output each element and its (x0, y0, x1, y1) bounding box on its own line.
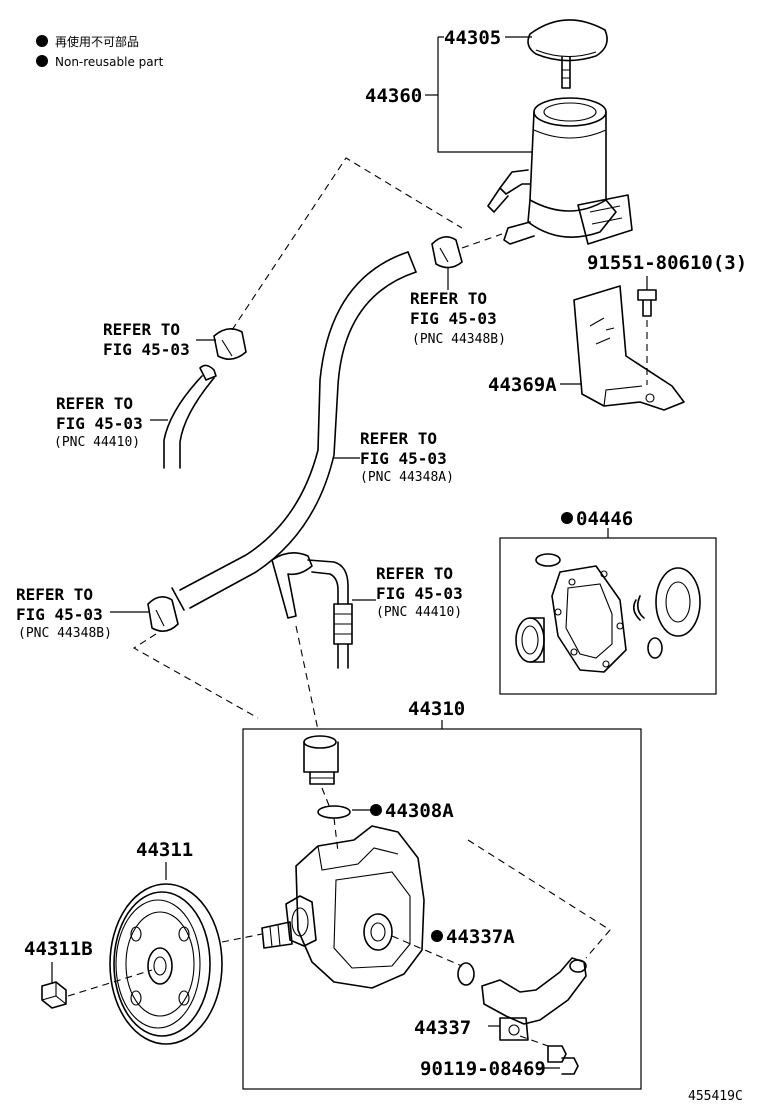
hose-clamp-drawing-a (213, 328, 247, 360)
ref-f-line3: (PNC 44348B) (18, 626, 112, 641)
label-44308A: 44308A (385, 800, 454, 822)
pressure-hose-drawing-lower (271, 552, 353, 669)
label-44311: 44311 (136, 839, 193, 861)
ref-d-line1: REFER TO (360, 429, 437, 448)
oring-side-drawing (457, 962, 475, 986)
dash-pulley-to-shaft (221, 933, 263, 943)
oring-top-drawing (317, 805, 351, 819)
gasket-kit-drawing (515, 553, 701, 673)
non-reusable-marker-icon (561, 512, 573, 524)
label-04446: 04446 (576, 508, 633, 530)
dash-clamp-to-reservoir (461, 233, 503, 249)
reservoir-drawing (487, 97, 633, 245)
ref-e-line1: REFER TO (376, 564, 453, 583)
legend-text-jp: 再使用不可部品 (55, 34, 139, 49)
ref-c-line1: REFER TO (56, 394, 133, 413)
dash-hose-to-fitting (295, 625, 319, 731)
pump-body-drawing (261, 825, 425, 989)
ref-e-line2: FIG 45-03 (376, 584, 463, 603)
union-bolt-drawing (547, 1045, 579, 1075)
ref-d-line3: (PNC 44348A) (360, 470, 454, 485)
ref-b-line3: (PNC 44348B) (412, 332, 506, 347)
union-drawing (481, 957, 587, 1041)
dash-nut-to-pulley (67, 969, 153, 997)
pressure-hose-drawing-upper (163, 364, 217, 469)
flow-valve-fitting-drawing (303, 735, 339, 785)
reservoir-cap-drawing (527, 19, 608, 89)
label-90119-08469: 90119-08469 (420, 1058, 546, 1080)
hose-clamp-drawing-b (431, 236, 463, 269)
ref-b-line2: FIG 45-03 (410, 309, 497, 328)
legend: 再使用不可部品 Non-reusable part (36, 34, 164, 69)
dash-pump-to-oring-side (391, 935, 463, 967)
dash-upper-route (231, 157, 463, 331)
dash-pump-to-union (467, 839, 611, 959)
ref-f-line2: FIG 45-03 (16, 605, 103, 624)
bolt-drawing (637, 289, 657, 317)
label-44311B: 44311B (24, 938, 93, 960)
ref-d-line2: FIG 45-03 (360, 449, 447, 468)
dash-lower-left-route (132, 633, 259, 719)
non-reusable-marker-icon (36, 55, 48, 67)
ref-a-line1: REFER TO (103, 320, 180, 339)
dash-union-to-bolt (519, 1035, 549, 1047)
gasket-kit-box (499, 537, 717, 695)
ref-a-line2: FIG 45-03 (103, 340, 190, 359)
leader-44360-bracket (437, 36, 532, 153)
ref-b-line1: REFER TO (410, 289, 487, 308)
ref-c-line2: FIG 45-03 (56, 414, 143, 433)
figure-code: 455419C (688, 1089, 743, 1104)
ref-e-line3: (PNC 44410) (376, 605, 462, 620)
label-44369A: 44369A (488, 374, 557, 396)
ref-f-line1: REFER TO (16, 585, 93, 604)
ref-c-line3: (PNC 44410) (54, 435, 140, 450)
nut-drawing (41, 981, 67, 1009)
bracket-drawing (573, 285, 685, 411)
label-44337: 44337 (414, 1017, 471, 1039)
label-91551-80610: 91551-80610(3) (587, 252, 747, 274)
pulley-drawing (109, 883, 223, 1045)
pump-assy-box (242, 728, 642, 1090)
label-44305: 44305 (444, 27, 501, 49)
return-hose-drawing (171, 251, 417, 611)
dash-fitting-to-oring (321, 787, 331, 809)
label-44337A: 44337A (446, 926, 515, 948)
label-44310: 44310 (408, 698, 465, 720)
hose-clamp-drawing-f (147, 596, 179, 632)
non-reusable-marker-icon (431, 930, 443, 942)
non-reusable-marker-icon (36, 35, 48, 47)
label-44360: 44360 (365, 85, 422, 107)
legend-text-en: Non-reusable part (55, 55, 164, 69)
non-reusable-marker-icon (370, 804, 382, 816)
dash-oring-to-pump (333, 817, 339, 853)
